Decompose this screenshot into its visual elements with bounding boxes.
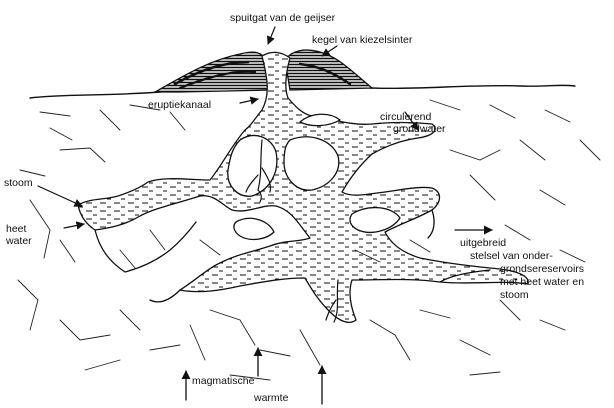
label-vent: spuitgat van de geijser bbox=[230, 12, 336, 24]
label-hot-water-2: water bbox=[5, 235, 32, 247]
steam-arrow bbox=[38, 186, 82, 206]
label-groundwater-1: circulerend bbox=[380, 111, 432, 123]
conduit-arrow bbox=[240, 99, 258, 103]
label-system-1: uitgebreid bbox=[460, 237, 506, 249]
label-hot-water-1: heet bbox=[6, 223, 27, 235]
label-system-3: grondsereservoirs bbox=[500, 263, 584, 275]
label-magma-1: magmatische bbox=[192, 375, 255, 387]
label-conduit: eruptiekanaal bbox=[148, 99, 211, 111]
label-system-2: stelsel van onder- bbox=[470, 250, 553, 262]
label-system-5: stoom bbox=[500, 289, 529, 301]
label-steam: stoom bbox=[4, 177, 33, 189]
label-groundwater-2: grondwater bbox=[393, 123, 446, 135]
label-cone: kegel van kiezelsinter bbox=[312, 34, 413, 46]
vent-arrow bbox=[268, 27, 275, 44]
label-magma-2: warmte bbox=[253, 392, 289, 404]
hot-water-arrow bbox=[64, 224, 84, 228]
label-system-4: met heet water en bbox=[500, 276, 584, 288]
cone-arrow bbox=[322, 46, 337, 56]
